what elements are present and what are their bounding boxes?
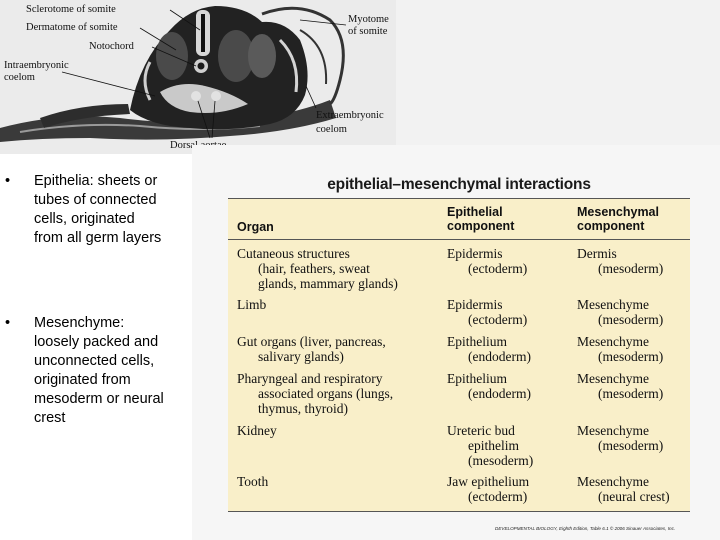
cell-organ: Kidney xyxy=(237,423,442,438)
cell-mesenchymal: Mesenchyme(neural crest) xyxy=(577,474,697,504)
table-header-row: Organ Epithelial component Mesenchymal c… xyxy=(228,199,690,240)
cell-organ-sub: associated organs (lungs, thymus, thyroi… xyxy=(258,386,394,416)
cell-epithelial-main: Epidermis xyxy=(447,246,503,261)
cell-organ-main: Tooth xyxy=(237,474,269,489)
cell-mesenchymal-sub: (mesoderm) xyxy=(598,349,664,364)
cell-epithelial: Jaw epithelium(ectoderm) xyxy=(447,474,567,504)
cell-epithelial-sub: epithelim (mesoderm) xyxy=(468,438,534,468)
micrograph-image xyxy=(0,0,396,154)
cell-organ: Cutaneous structures(hair, feathers, swe… xyxy=(237,246,442,291)
header-mesenchymal: Mesenchymal component xyxy=(577,205,659,233)
bullet-mesenchyme: • Mesenchyme: loosely packed and unconne… xyxy=(5,314,185,474)
cell-mesenchymal-sub: (mesoderm) xyxy=(598,438,664,453)
label-intraembryonic-line2: coelom xyxy=(4,72,35,83)
cell-organ-main: Pharyngeal and respiratory xyxy=(237,371,383,386)
bullet-marker: • xyxy=(5,173,11,189)
interactions-table: Organ Epithelial component Mesenchymal c… xyxy=(228,198,690,512)
cell-organ-main: Gut organs (liver, pancreas, xyxy=(237,334,386,349)
cell-mesenchymal: Dermis(mesoderm) xyxy=(577,246,697,276)
cell-organ-sub: (hair, feathers, sweat glands, mammary g… xyxy=(258,261,398,291)
cell-mesenchymal-sub: (mesoderm) xyxy=(598,261,664,276)
cell-epithelial-main: Ureteric bud xyxy=(447,423,515,438)
source-credit: DEVELOPMENTAL BIOLOGY, Eighth Edition, T… xyxy=(495,526,676,531)
label-dermatome: Dermatome of somite xyxy=(26,22,118,33)
table-title: epithelial–mesenchymal interactions xyxy=(327,176,591,193)
top-right-background xyxy=(396,0,720,145)
cell-mesenchymal-sub: (mesoderm) xyxy=(598,312,664,327)
cell-organ-main: Kidney xyxy=(237,423,277,438)
header-epithelial: Epithelial component xyxy=(447,205,515,233)
cell-epithelial: Epidermis(ectoderm) xyxy=(447,297,567,327)
label-sclerotome: Sclerotome of somite xyxy=(26,4,116,15)
cell-epithelial-main: Epithelium xyxy=(447,371,507,386)
cell-organ-main: Cutaneous structures xyxy=(237,246,350,261)
bullet-epithelia: • Epithelia: sheets or tubes of connecte… xyxy=(5,172,185,292)
header-organ: Organ xyxy=(237,220,274,234)
cell-epithelial: Epidermis(ectoderm) xyxy=(447,246,567,276)
label-notochord: Notochord xyxy=(89,41,134,52)
cell-mesenchymal-main: Mesenchyme xyxy=(577,334,649,349)
cell-epithelial-sub: (endoderm) xyxy=(468,386,531,401)
bullet-text: Mesenchyme: loosely packed and unconnect… xyxy=(34,315,164,426)
cell-organ: Gut organs (liver, pancreas,salivary gla… xyxy=(237,334,442,364)
label-intraembryonic-line1: Intraembryonic xyxy=(4,60,69,71)
label-extraembryonic-line2: coelom xyxy=(316,124,347,135)
cell-epithelial-sub: (ectoderm) xyxy=(468,261,528,276)
cell-organ-main: Limb xyxy=(237,297,267,312)
cell-mesenchymal-main: Dermis xyxy=(577,246,617,261)
cell-organ: Tooth xyxy=(237,474,442,489)
cell-mesenchymal: Mesenchyme(mesoderm) xyxy=(577,334,697,364)
cell-mesenchymal: Mesenchyme(mesoderm) xyxy=(577,423,697,453)
cell-mesenchymal-main: Mesenchyme xyxy=(577,474,649,489)
cell-epithelial-main: Jaw epithelium xyxy=(447,474,530,489)
cell-epithelial-main: Epidermis xyxy=(447,297,503,312)
embryo-cross-section-figure: Sclerotome of somite Dermatome of somite… xyxy=(0,0,396,154)
cell-epithelial: Epithelium(endoderm) xyxy=(447,334,567,364)
cell-mesenchymal-main: Mesenchyme xyxy=(577,371,649,386)
cell-organ: Limb xyxy=(237,297,442,312)
cell-epithelial: Epithelium(endoderm) xyxy=(447,371,567,401)
cell-organ-sub: salivary glands) xyxy=(258,349,344,364)
cell-mesenchymal-main: Mesenchyme xyxy=(577,423,649,438)
bullet-marker: • xyxy=(5,315,11,331)
bullet-text: Epithelia: sheets or tubes of connected … xyxy=(34,173,162,246)
cell-mesenchymal-main: Mesenchyme xyxy=(577,297,649,312)
cell-epithelial-sub: (ectoderm) xyxy=(468,312,528,327)
cell-mesenchymal: Mesenchyme(mesoderm) xyxy=(577,297,697,327)
label-myotome-line1: Myotome xyxy=(348,14,389,25)
label-extraembryonic-line1: Extraembryonic xyxy=(316,110,384,121)
cell-mesenchymal-sub: (mesoderm) xyxy=(598,386,664,401)
cell-mesenchymal-sub: (neural crest) xyxy=(598,489,670,504)
label-myotome-line2: of somite xyxy=(348,26,388,37)
cell-mesenchymal: Mesenchyme(mesoderm) xyxy=(577,371,697,401)
cell-epithelial-main: Epithelium xyxy=(447,334,507,349)
cell-epithelial-sub: (endoderm) xyxy=(468,349,531,364)
cell-epithelial-sub: (ectoderm) xyxy=(468,489,528,504)
